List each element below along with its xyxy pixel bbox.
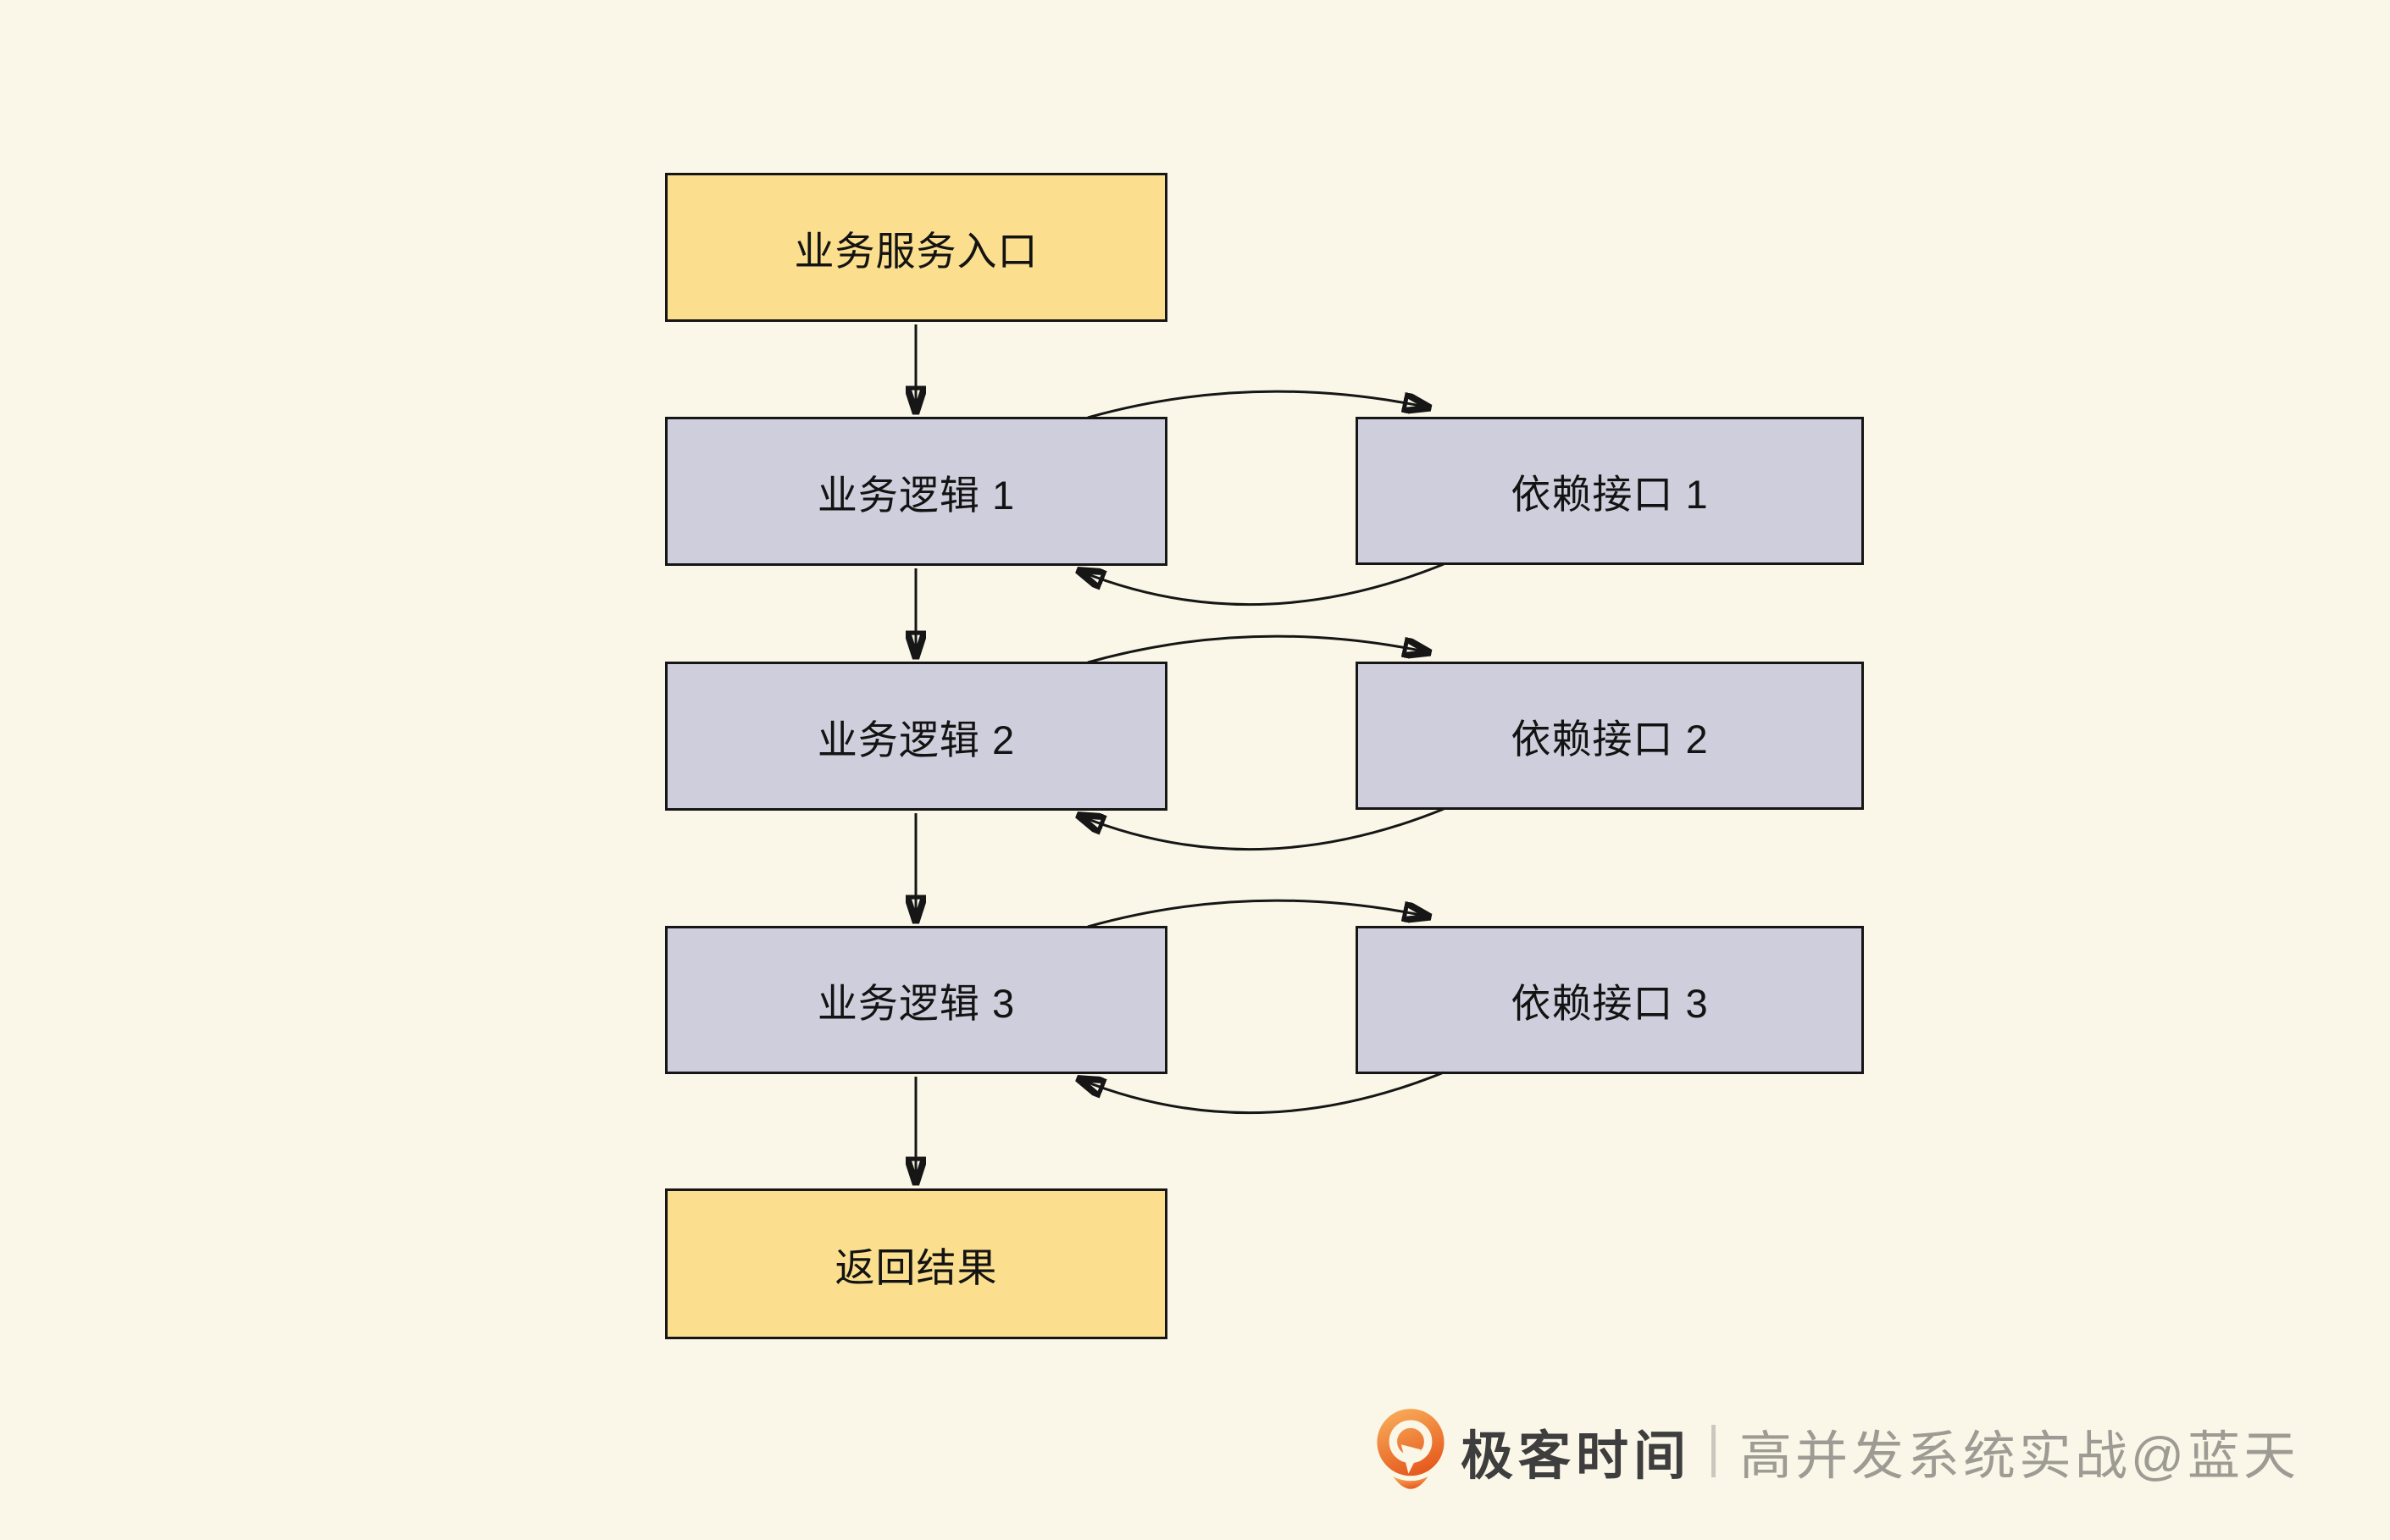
node-entry-label: 业务服务入口 bbox=[794, 228, 1039, 274]
node-result: 返回结果 bbox=[665, 1188, 1167, 1339]
watermark-brand: 极客时间 bbox=[1461, 1427, 1692, 1486]
node-dep-1: 依赖接口 1 bbox=[1356, 417, 1864, 565]
node-dep-2-label: 依赖接口 2 bbox=[1511, 717, 1709, 762]
node-logic-1: 业务逻辑 1 bbox=[665, 417, 1167, 566]
arrow-return-dep3-logic3 bbox=[1079, 1071, 1445, 1115]
arrow-return-dep2-logic2 bbox=[1079, 807, 1445, 851]
arrow-call-logic1-dep1 bbox=[1087, 390, 1428, 419]
node-logic-3-label: 业务逻辑 3 bbox=[817, 981, 1016, 1026]
watermark: 极客时间 高并发系统实战@蓝天 bbox=[1374, 1408, 2299, 1494]
arrow-return-dep1-logic1 bbox=[1079, 562, 1445, 607]
arrow-call-logic3-dep3 bbox=[1087, 899, 1428, 928]
arrow-call-logic2-dep2 bbox=[1087, 634, 1428, 664]
node-result-label: 返回结果 bbox=[835, 1244, 998, 1290]
geektime-logo-icon bbox=[1377, 1409, 1445, 1489]
node-entry: 业务服务入口 bbox=[665, 173, 1167, 322]
node-logic-3: 业务逻辑 3 bbox=[665, 926, 1167, 1074]
node-dep-3: 依赖接口 3 bbox=[1356, 926, 1864, 1074]
node-dep-1-label: 依赖接口 1 bbox=[1511, 472, 1709, 517]
node-logic-2-label: 业务逻辑 2 bbox=[817, 717, 1016, 762]
node-dep-2: 依赖接口 2 bbox=[1356, 662, 1864, 810]
node-logic-1-label: 业务逻辑 1 bbox=[817, 472, 1016, 518]
watermark-divider bbox=[1711, 1425, 1716, 1477]
node-dep-3-label: 依赖接口 3 bbox=[1511, 981, 1709, 1026]
watermark-caption: 高并发系统实战@蓝天 bbox=[1739, 1427, 2299, 1486]
node-logic-2: 业务逻辑 2 bbox=[665, 662, 1167, 811]
